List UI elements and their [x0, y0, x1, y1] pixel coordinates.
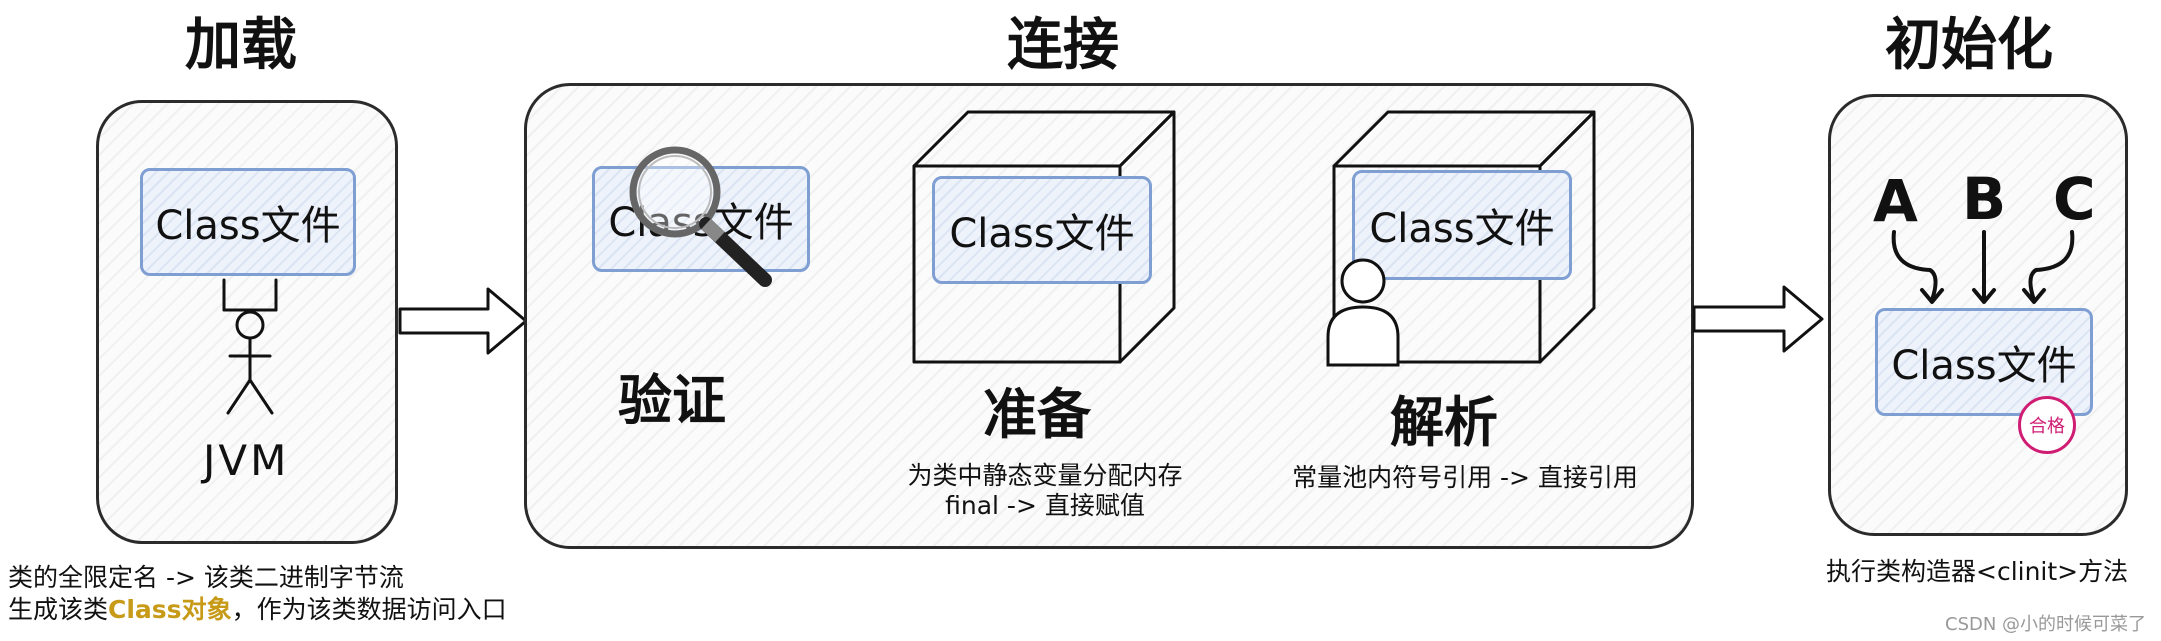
load-note-line2-post: ，作为该类数据访问入口: [231, 595, 507, 624]
class-object-highlight: Class对象: [108, 595, 232, 624]
resolve-class-file-label: Class文件: [1369, 206, 1555, 252]
jvm-label: JVM: [203, 436, 290, 485]
stick-figure-icon: [222, 278, 278, 415]
load-note-line2-pre: 生成该类: [8, 595, 109, 624]
cube-icon: [1332, 110, 1596, 364]
resolve-note: 常量池内符号引用 -> 直接引用: [1292, 463, 1638, 492]
resolve-class-file-box: Class文件: [1352, 170, 1572, 280]
link-stage-title: 连接: [1007, 13, 1119, 78]
prepare-class-file-box: Class文件: [932, 176, 1152, 284]
input-letter-b: B: [1962, 165, 2007, 233]
prepare-class-file-label: Class文件: [949, 211, 1135, 257]
arrow-right-icon: [1692, 285, 1824, 353]
magnifier-icon: [629, 146, 772, 287]
arrow-right-icon: [398, 287, 528, 355]
prepare-note-line1: 为类中静态变量分配内存: [907, 461, 1183, 490]
arrow-down-icon: [1891, 230, 2075, 304]
resolve-title: 解析: [1390, 391, 1498, 454]
qualified-stamp: 合格: [2018, 396, 2076, 454]
input-letter-a: A: [1873, 167, 1918, 235]
input-letter-c: C: [2053, 165, 2096, 233]
verify-class-file-box: Class文件: [592, 166, 810, 272]
init-stage-title: 初始化: [1885, 13, 2053, 78]
prepare-note-line2: final -> 直接赋值: [945, 491, 1145, 520]
init-class-file-label: Class文件: [1891, 343, 2077, 389]
watermark: CSDN @小的时候可菜了: [1945, 614, 2147, 635]
init-note: 执行类构造器<clinit>方法: [1826, 557, 2129, 586]
load-note-line2: 生成该类Class对象，作为该类数据访问入口: [8, 594, 507, 625]
load-note-line1: 类的全限定名 -> 该类二进制字节流: [8, 563, 404, 592]
prepare-title: 准备: [983, 383, 1091, 446]
load-class-file-label: Class文件: [155, 203, 341, 249]
load-class-file-box: Class文件: [140, 168, 356, 276]
cube-icon: [912, 110, 1176, 364]
verify-title: 验证: [618, 369, 726, 432]
person-icon: [1326, 258, 1400, 367]
load-stage-title: 加载: [185, 13, 297, 78]
link-panel: [524, 83, 1694, 549]
